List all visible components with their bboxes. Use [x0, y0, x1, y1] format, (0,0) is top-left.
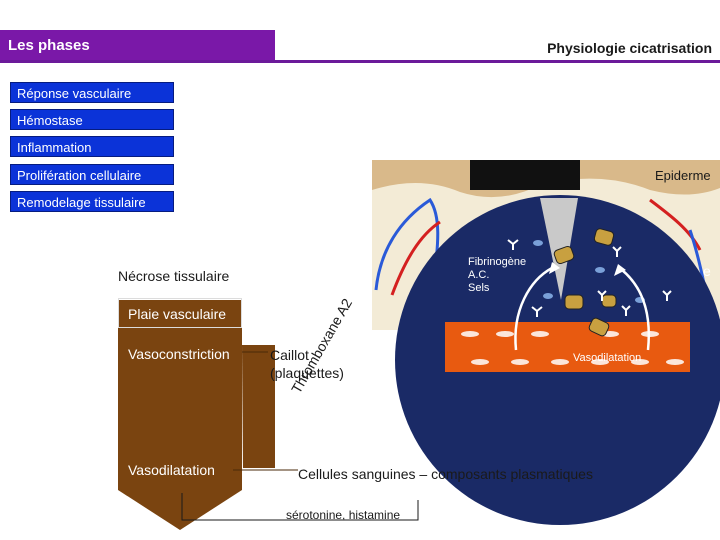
plaie-box — [118, 298, 242, 328]
blue-vessel — [374, 197, 440, 291]
phase-button-proliferation[interactable]: Prolifération cellulaire — [10, 164, 174, 185]
caillot-label: Caillot — [270, 347, 309, 363]
page-subtitle: Physiologie cicatrisation — [547, 40, 712, 56]
wound-opening — [470, 160, 580, 190]
vasoconstriction-label: Vasoconstriction — [128, 346, 230, 362]
phase-button-inflammation[interactable]: Inflammation — [10, 136, 174, 157]
serotonine-label: sérotonine, histamine — [286, 508, 401, 522]
edge-letter: e — [703, 263, 711, 279]
red-vessel — [390, 220, 441, 296]
serotonine-loop — [181, 493, 419, 521]
vasodilatation-label: Vasodilatation — [128, 462, 215, 478]
epiderme-label: Epiderme — [655, 168, 711, 183]
vessel-vasodilatation-label: Vasodilatation — [573, 352, 642, 364]
phase-button-remodelage[interactable]: Remodelage tissulaire — [10, 191, 174, 212]
fibrinogene-line2: A.C. — [468, 269, 490, 281]
thromboxane-wedge — [242, 345, 275, 468]
phase-button-reponse-vasculaire[interactable]: Réponse vasculaire — [10, 82, 174, 103]
fibrinogene-block: Fibrinogène A.C. Sels — [468, 256, 526, 295]
fibrinogene-line3: Sels — [468, 282, 490, 294]
cellules-label: Cellules sanguines – composants plasmati… — [298, 466, 593, 482]
red-vessel-right — [649, 198, 702, 251]
phase-button-hemostase[interactable]: Hémostase — [10, 109, 174, 130]
caillot-sublabel: (plaquettes) — [270, 365, 344, 381]
plaie-label: Plaie vasculaire — [128, 306, 227, 322]
page-title: Les phases — [8, 37, 90, 54]
header-divider — [0, 60, 720, 63]
main-arrow — [118, 300, 242, 530]
title-band — [0, 30, 275, 61]
fibrinogene-line1: Fibrinogène — [468, 256, 527, 268]
necrose-label: Nécrose tissulaire — [118, 268, 230, 284]
